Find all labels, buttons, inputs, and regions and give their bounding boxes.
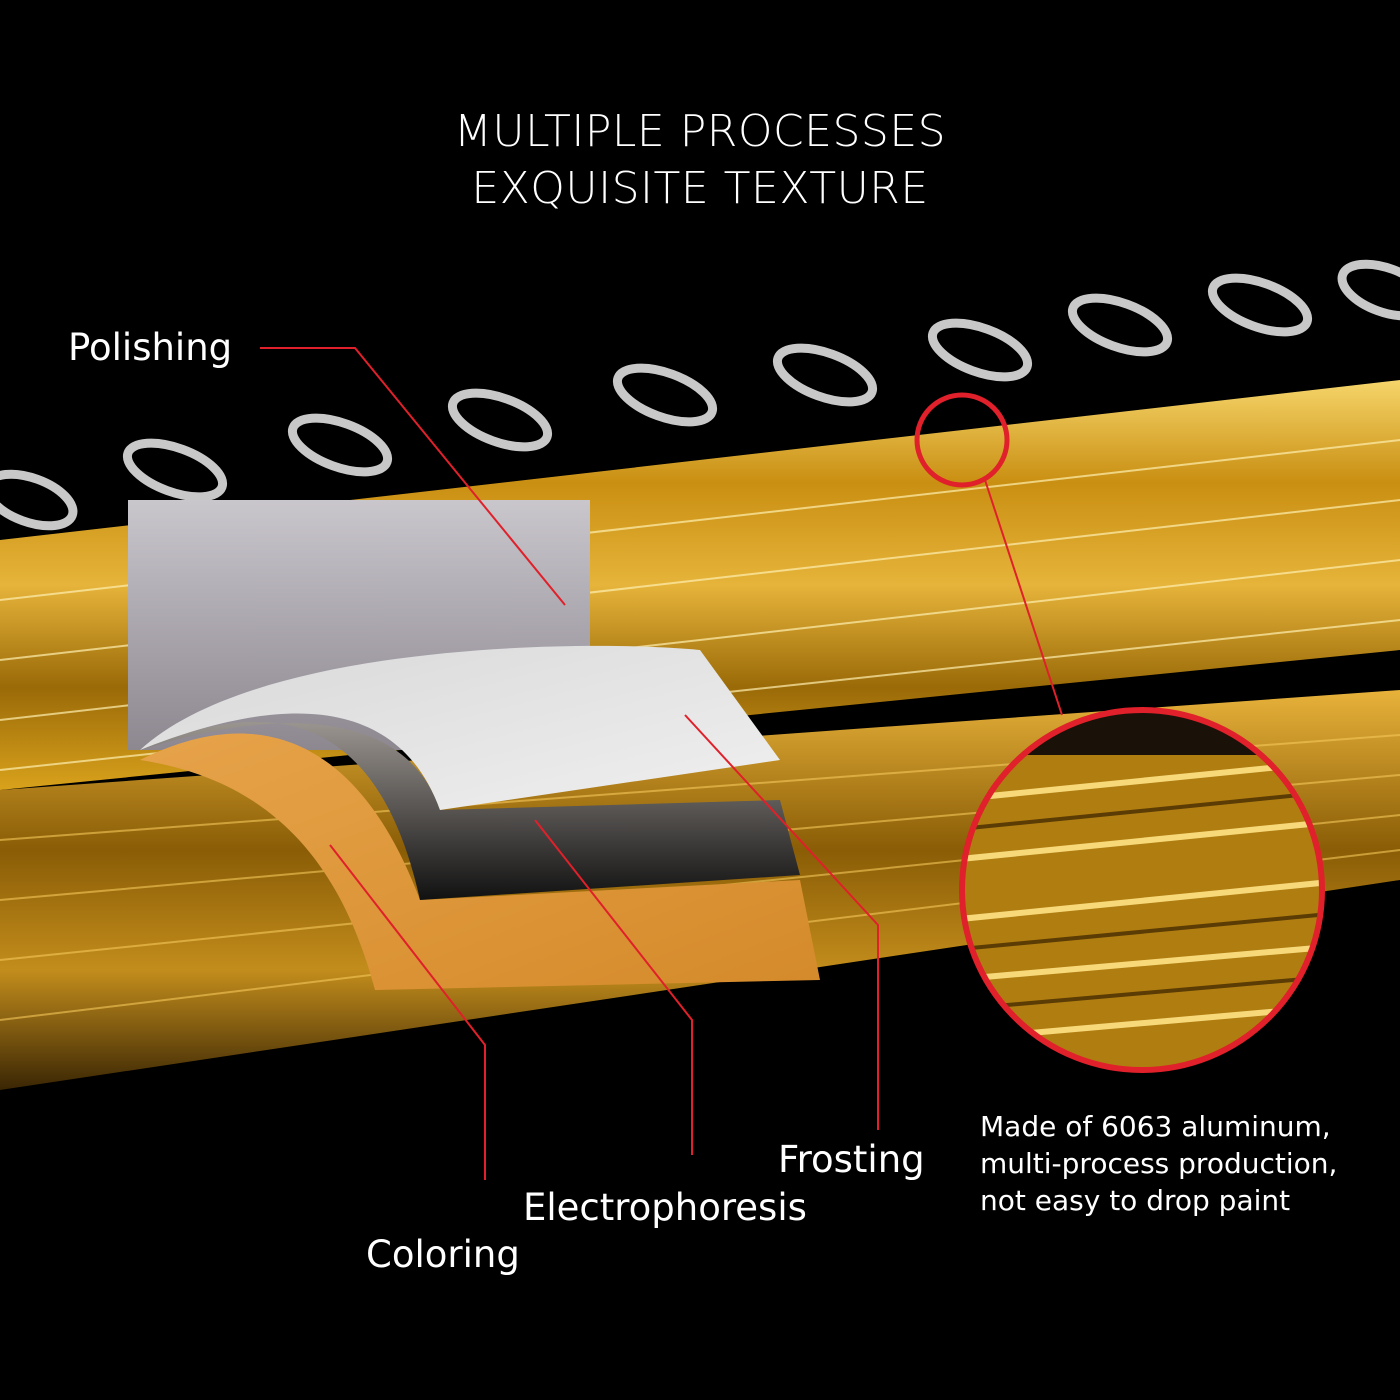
note-line-3: not easy to drop paint [980, 1184, 1291, 1217]
frosting-layer [140, 645, 780, 810]
coloring-layer [140, 733, 820, 990]
label-polishing: Polishing [68, 326, 233, 369]
note-line-2: multi-process production, [980, 1147, 1338, 1180]
note-line-1: Made of 6063 aluminum, [980, 1110, 1331, 1143]
electrophoresis-layer [140, 721, 800, 900]
title-line-1: MULTIPLE PROCESSES [453, 106, 947, 157]
detail-marker-circle [914, 392, 1010, 488]
label-coloring: Coloring [366, 1233, 520, 1276]
callout-lines [260, 347, 1063, 1180]
title-line-2: EXQUISITE TEXTURE [471, 163, 929, 214]
chain [0, 259, 1400, 531]
label-frosting: Frosting [778, 1138, 925, 1181]
material-note: Made of 6063 aluminum, multi-process pro… [980, 1108, 1337, 1219]
label-electrophoresis: Electrophoresis [523, 1186, 807, 1229]
